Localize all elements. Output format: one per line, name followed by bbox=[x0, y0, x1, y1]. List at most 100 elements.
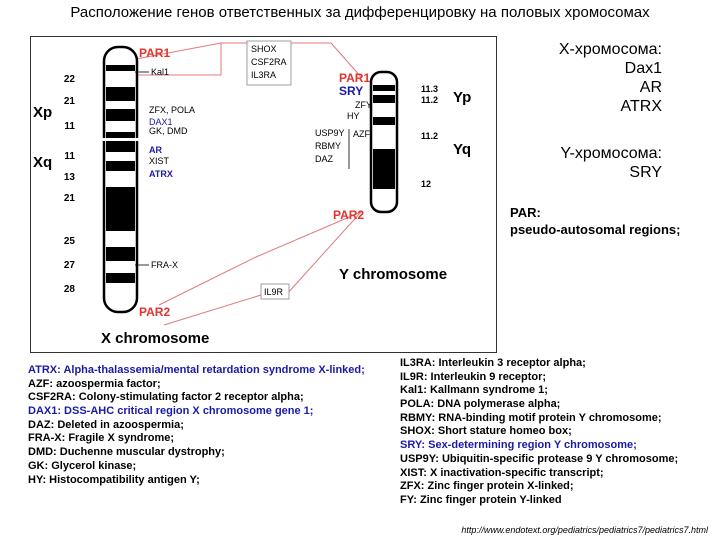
x-arm-p-label: Xp bbox=[33, 104, 52, 121]
x-gene-item: Dax1 bbox=[624, 60, 662, 77]
xist-label: XIST bbox=[149, 156, 170, 166]
y-chromosome-outline bbox=[369, 70, 399, 214]
usp9y-label: USP9Y bbox=[315, 128, 345, 138]
connector-lines bbox=[135, 42, 362, 326]
gk-dmd-label: GK, DMD bbox=[149, 126, 188, 136]
y-gene-list: Y-хромосома: SRY bbox=[520, 144, 662, 182]
legend-item: GK: Glycerol kinase; bbox=[28, 459, 137, 472]
fra-x-label: FRA-X bbox=[151, 260, 178, 270]
x-band bbox=[106, 132, 135, 152]
legend-item: ZFX: Zinc finger protein X-linked; bbox=[400, 480, 574, 493]
legend-item: POLA: DNA polymerase alpha; bbox=[400, 398, 561, 411]
y-chromosome bbox=[369, 70, 399, 214]
x-band-label: 11 bbox=[64, 151, 75, 162]
par2-link-line bbox=[158, 211, 362, 306]
chromosome-diagram: Xp Xq Yp Yq 22 21 11 11 13 21 25 27 28 1… bbox=[33, 40, 471, 347]
zfy-label: ZFY bbox=[355, 100, 372, 110]
x-band-label: 11 bbox=[64, 121, 75, 132]
x-arm-q-label: Xq bbox=[33, 154, 52, 171]
par-note-label: PAR: bbox=[510, 205, 541, 220]
y-band bbox=[373, 117, 395, 125]
par-note: PAR: pseudo-autosomal regions; bbox=[510, 204, 715, 238]
rbmy-label: RBMY bbox=[315, 141, 341, 151]
legend-item: ATRX: Alpha-thalassemia/mental retardati… bbox=[28, 364, 365, 376]
legend-item: SHOX: Short stature homeo box; bbox=[400, 425, 572, 438]
source-url[interactable]: http://www.endotext.org/pediatrics/pedia… bbox=[461, 525, 708, 535]
x-band-label: 21 bbox=[64, 193, 76, 204]
x-band bbox=[106, 87, 135, 101]
par2-x-label: PAR2 bbox=[139, 305, 170, 319]
kal1-label: Kal1 bbox=[151, 67, 169, 77]
ar-label: AR bbox=[149, 145, 162, 155]
y-arm-q-label: Yq bbox=[453, 141, 471, 158]
legend-item: USP9Y: Ubiquitin-specific protease 9 Y c… bbox=[400, 452, 679, 465]
legend-item: Kal1: Kallmann syndrome 1; bbox=[400, 384, 548, 397]
par2-y-label: PAR2 bbox=[333, 208, 364, 222]
bracket-to-y-line bbox=[330, 42, 362, 78]
legend-item: FY: Zinc finger protein Y-linked bbox=[400, 493, 562, 506]
legend-item: AZF: azoospermia factor; bbox=[28, 377, 161, 390]
y-band bbox=[373, 95, 395, 103]
page-title: Расположение генов ответственных за дифф… bbox=[70, 4, 650, 21]
par1-y-label: PAR1 bbox=[339, 71, 370, 85]
shox-group-box bbox=[246, 40, 292, 86]
legend-item: SRY: Sex-determining region Y chromosome… bbox=[400, 439, 637, 452]
x-band bbox=[106, 273, 135, 283]
legend-left: ATRX: Alpha-thalassemia/mental retardati… bbox=[28, 364, 365, 487]
par1-x-label: PAR1 bbox=[139, 46, 170, 60]
x-band-label: 27 bbox=[64, 260, 76, 271]
x-band bbox=[106, 247, 135, 261]
legend-item: DMD: Duchenne muscular dystrophy; bbox=[28, 446, 225, 459]
legend-item: IL3RA: Interleukin 3 receptor alpha; bbox=[400, 357, 586, 369]
y-band-label: 11.2 bbox=[421, 131, 438, 141]
legend-item: DAX1: DSS-AHC critical region X chromoso… bbox=[28, 405, 314, 418]
sry-label: SRY bbox=[339, 84, 363, 98]
x-gene-item: ATRX bbox=[620, 98, 662, 115]
legend-item: FRA-X: Fragile X syndrome; bbox=[28, 432, 175, 445]
x-band-label: 21 bbox=[64, 96, 76, 107]
y-band bbox=[373, 85, 395, 91]
zfx-pola-label: ZFX, POLA bbox=[149, 105, 195, 115]
legend-item: CSF2RA: Colony-stimulating factor 2 rece… bbox=[28, 391, 304, 404]
legend-right: IL3RA: Interleukin 3 receptor alpha; IL9… bbox=[400, 357, 678, 508]
legend-item: HY: Histocompatibility antigen Y; bbox=[28, 473, 200, 486]
il9r-link-line bbox=[163, 294, 262, 326]
y-gene-heading: Y-хромосома: bbox=[560, 145, 662, 162]
legend-item: IL9R: Interleukin 9 receptor; bbox=[400, 370, 547, 383]
il9r-to-y-line bbox=[285, 211, 362, 296]
legend-item: RBMY: RNA-binding motif protein Y chromo… bbox=[400, 411, 662, 424]
legend-item: XIST: X inactivation-specific transcript… bbox=[400, 466, 604, 479]
y-arm-p-label: Yp bbox=[453, 89, 471, 106]
y-band bbox=[373, 149, 395, 189]
csf2ra-label: CSF2RA bbox=[251, 57, 287, 67]
x-band bbox=[106, 161, 135, 171]
y-band-label: 12 bbox=[421, 179, 431, 189]
x-band-label: 28 bbox=[64, 284, 76, 295]
y-band-label: 11.3 bbox=[421, 84, 438, 94]
y-chromosome-title: Y chromosome bbox=[339, 266, 447, 283]
atrx-label: ATRX bbox=[149, 169, 173, 179]
x-chromosome bbox=[91, 45, 141, 314]
x-band bbox=[106, 65, 135, 71]
par-note-text: pseudo-autosomal regions; bbox=[510, 222, 681, 237]
azf-label: AZF bbox=[353, 129, 371, 139]
x-band-label: 25 bbox=[64, 236, 76, 247]
x-chromosome-title: X chromosome bbox=[101, 330, 209, 347]
il3ra-label: IL3RA bbox=[251, 70, 276, 80]
x-band-label: 22 bbox=[64, 74, 76, 85]
x-band-label: 13 bbox=[64, 172, 76, 183]
daz-label: DAZ bbox=[315, 154, 334, 164]
x-gene-heading: X-хромосома: bbox=[558, 41, 662, 58]
dax1-label: DAX1 bbox=[149, 117, 173, 127]
il9r-label: IL9R bbox=[264, 287, 284, 297]
x-gene-list: X-хромосома: Dax1 AR ATRX bbox=[520, 40, 662, 116]
x-centromere bbox=[91, 138, 141, 141]
y-band-label: 11.2 bbox=[421, 95, 438, 105]
shox-label: SHOX bbox=[251, 44, 277, 54]
x-chromosome-outline bbox=[102, 45, 139, 314]
legend-item: DAZ: Deleted in azoospermia; bbox=[28, 418, 184, 431]
hy-label: HY bbox=[347, 111, 360, 121]
y-gene-item: SRY bbox=[629, 164, 662, 181]
x-band bbox=[106, 187, 135, 231]
x-gene-item: AR bbox=[639, 79, 662, 96]
